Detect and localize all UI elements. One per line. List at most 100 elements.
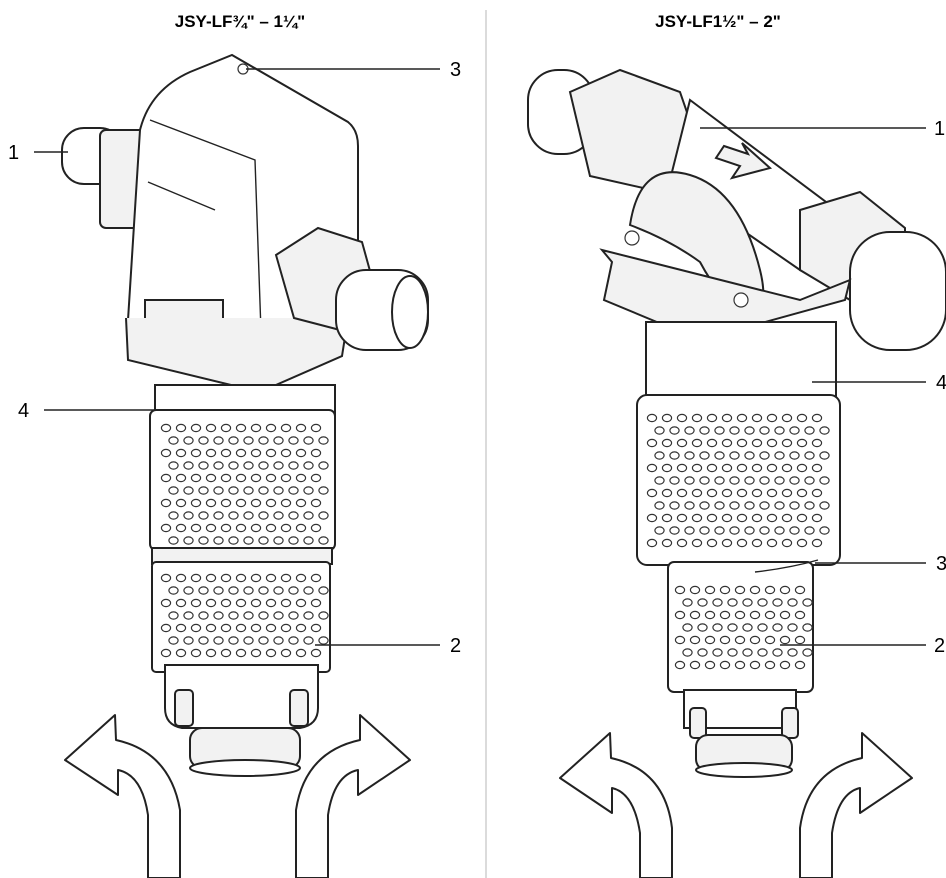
sieve-hole xyxy=(796,513,808,523)
sieve-hole xyxy=(168,486,179,495)
sieve-hole xyxy=(721,413,733,423)
sieve-hole xyxy=(280,648,292,658)
sieve-hole xyxy=(744,451,755,460)
sieve-hole xyxy=(674,635,686,645)
sieve-hole xyxy=(676,513,688,523)
sieve-hole xyxy=(228,611,239,620)
sieve-hole xyxy=(318,511,329,520)
sieve-hole xyxy=(802,623,813,632)
sieve-hole xyxy=(318,586,329,595)
sieve-hole xyxy=(734,660,746,670)
sieve-hole xyxy=(766,488,778,498)
sieve-hole xyxy=(280,423,292,433)
left-filter-illustration xyxy=(61,53,429,878)
sieve-hole xyxy=(781,463,793,473)
sieve-hole xyxy=(243,436,254,445)
sieve-hole xyxy=(734,635,746,645)
sieve-hole xyxy=(280,498,292,508)
sieve-hole xyxy=(265,498,277,508)
sieve-hole xyxy=(772,648,783,657)
sieve-hole xyxy=(258,611,269,620)
sieve-hole xyxy=(689,585,701,595)
sieve-hole xyxy=(235,623,247,633)
sieve-hole xyxy=(235,598,247,608)
left-collar xyxy=(125,317,349,394)
sieve-hole xyxy=(721,488,733,498)
sieve-hole xyxy=(235,473,247,483)
sieve-hole xyxy=(258,486,269,495)
sieve-hole xyxy=(190,523,202,533)
left-callout-3: 3 xyxy=(450,59,461,81)
right-sieve-upper xyxy=(646,413,830,548)
right-screw-1 xyxy=(624,230,640,246)
sieve-hole xyxy=(213,636,224,645)
sieve-hole xyxy=(273,536,284,545)
sieve-hole xyxy=(674,610,686,620)
sieve-hole xyxy=(774,451,785,460)
sieve-hole xyxy=(205,648,217,658)
sieve-hole xyxy=(273,486,284,495)
sieve-hole xyxy=(265,473,277,483)
sieve-hole xyxy=(811,538,823,548)
sieve-hole xyxy=(190,423,202,433)
sieve-hole xyxy=(819,451,830,460)
sieve-hole xyxy=(714,526,725,535)
sieve-hole xyxy=(213,611,224,620)
sieve-hole xyxy=(228,636,239,645)
sieve-hole xyxy=(751,413,763,423)
sieve-hole xyxy=(759,501,770,510)
sieve-hole xyxy=(235,498,247,508)
sieve-hole xyxy=(789,476,800,485)
sieve-hole xyxy=(303,461,314,470)
sieve-hole xyxy=(288,611,299,620)
sieve-hole xyxy=(654,451,665,460)
sieve-hole xyxy=(751,538,763,548)
sieve-hole xyxy=(168,636,179,645)
left-callouts: 1 3 4 2 xyxy=(8,59,461,657)
sieve-hole xyxy=(228,461,239,470)
sieve-hole xyxy=(168,536,179,545)
sieve-hole xyxy=(265,423,277,433)
sieve-hole xyxy=(310,423,322,433)
sieve-hole xyxy=(689,610,701,620)
sieve-hole xyxy=(691,413,703,423)
sieve-hole xyxy=(706,413,718,423)
sieve-hole xyxy=(310,573,322,583)
sieve-hole xyxy=(183,486,194,495)
sieve-hole xyxy=(811,513,823,523)
sieve-hole xyxy=(318,461,329,470)
sieve-hole xyxy=(198,586,209,595)
sieve-hole xyxy=(205,523,217,533)
sieve-hole xyxy=(706,538,718,548)
sieve-hole xyxy=(744,426,755,435)
sieve-hole xyxy=(243,486,254,495)
sieve-hole xyxy=(205,573,217,583)
sieve-hole xyxy=(684,426,695,435)
sieve-hole xyxy=(742,648,753,657)
sieve-hole xyxy=(654,501,665,510)
sieve-hole xyxy=(654,476,665,485)
sieve-hole xyxy=(736,413,748,423)
sieve-hole xyxy=(213,536,224,545)
sieve-hole xyxy=(175,623,187,633)
sieve-hole xyxy=(772,623,783,632)
sieve-hole xyxy=(804,426,815,435)
sieve-hole xyxy=(183,511,194,520)
sieve-hole xyxy=(787,623,798,632)
sieve-hole xyxy=(160,523,172,533)
sieve-hole xyxy=(265,598,277,608)
sieve-hole xyxy=(250,498,262,508)
sieve-hole xyxy=(729,476,740,485)
sieve-hole xyxy=(774,501,785,510)
sieve-hole xyxy=(757,623,768,632)
sieve-hole xyxy=(310,448,322,458)
sieve-hole xyxy=(318,486,329,495)
sieve-hole xyxy=(288,536,299,545)
sieve-hole xyxy=(220,623,232,633)
sieve-hole xyxy=(288,636,299,645)
sieve-hole xyxy=(794,585,806,595)
sieve-hole xyxy=(646,438,658,448)
sieve-hole xyxy=(205,598,217,608)
sieve-hole xyxy=(706,438,718,448)
